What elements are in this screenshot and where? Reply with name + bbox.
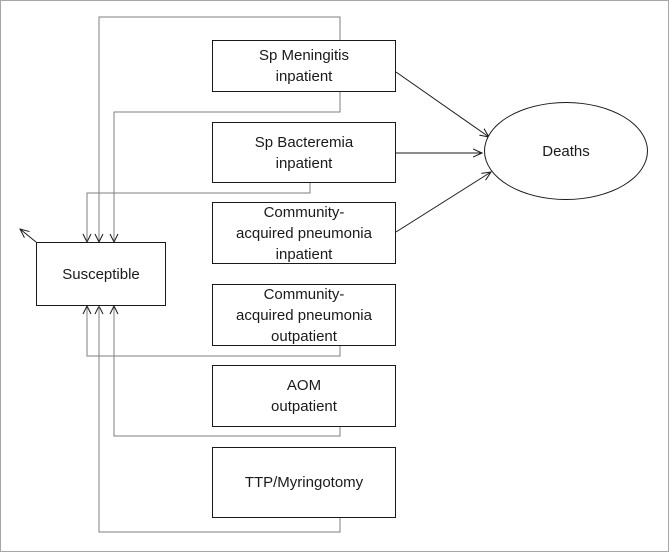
loop-meningitis-to-susceptible [113, 92, 341, 240]
loop-bacteremia-to-susceptible [86, 183, 311, 240]
loop-capout-to-susceptible [86, 307, 341, 357]
state-ttp-label: TTP/Myringotomy [244, 474, 364, 491]
state-meningitis-box: Sp Meningitis inpatient [212, 40, 396, 92]
state-bacteremia-box: Sp Bacteremia inpatient [212, 122, 396, 183]
arrow-meningitis-deaths [395, 71, 489, 137]
state-bacteremia-label: Sp Bacteremia inpatient [254, 133, 354, 172]
state-cap-outpatient-label: Community- acquired pneumonia outpatient [236, 285, 372, 345]
state-aom-box: AOM outpatient [212, 365, 396, 427]
state-ttp-box: TTP/Myringotomy [212, 447, 396, 518]
loop-aom-to-susceptible [113, 307, 341, 437]
state-cap-inpatient-label: Community- acquired pneumonia inpatient [236, 203, 372, 263]
deaths-label: Deaths [542, 142, 590, 160]
susceptible-label: Susceptible [62, 265, 140, 283]
susceptible-box: Susceptible [36, 242, 166, 306]
state-aom-label: AOM outpatient [271, 377, 337, 415]
arrow-capin-deaths [395, 172, 491, 233]
state-cap-inpatient-box: Community- acquired pneumonia inpatient [212, 202, 396, 264]
state-meningitis-label: Sp Meningitis inpatient [258, 47, 350, 85]
state-cap-outpatient-box: Community- acquired pneumonia outpatient [212, 284, 396, 346]
deaths-node: Deaths [484, 102, 648, 200]
outflow-arrow [20, 229, 37, 243]
arrowhead-bottom-1 [82, 304, 92, 315]
arrowhead-bottom-3 [109, 304, 119, 315]
